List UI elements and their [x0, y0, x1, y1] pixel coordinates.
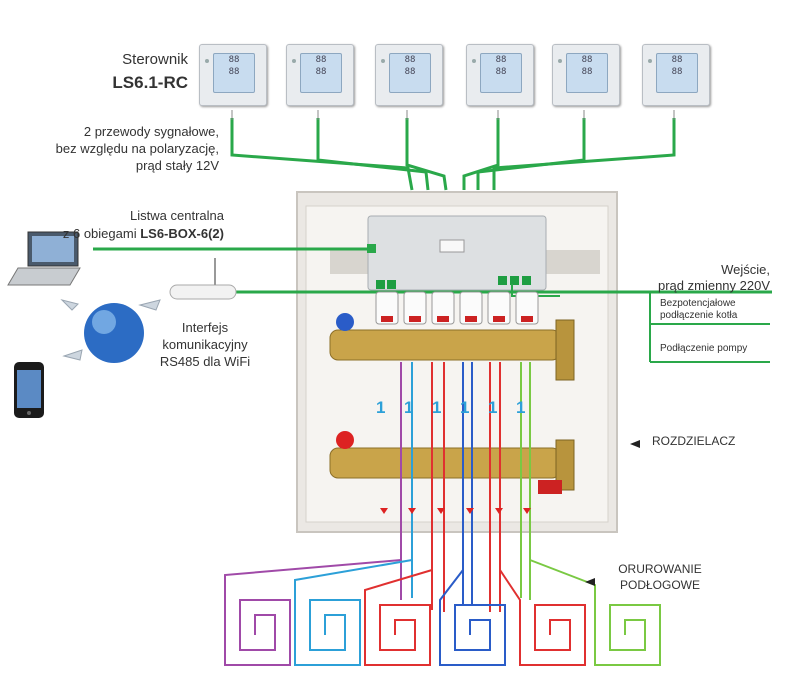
central-box-line1: Listwa centralna — [130, 208, 224, 223]
interface-line2: komunikacyjny — [162, 337, 248, 352]
circuit-number-1: 1 — [376, 398, 386, 417]
circuit-number-2: 1 — [404, 398, 414, 417]
thermostat-leads — [231, 110, 675, 120]
central-box-line2: z 6 obiegami LS6-BOX-6(2) — [63, 226, 224, 241]
actuators — [375, 291, 539, 325]
signal-wires-line2: bez względu na polaryzację, — [55, 141, 219, 156]
controller-title: Sterownik — [122, 51, 188, 68]
power-input-line2: prąd zmienny 220V — [657, 278, 770, 293]
central-box-prefix: z 6 obiegami — [62, 226, 141, 241]
interface-line1: Interfejs — [181, 320, 229, 335]
circuit-number-5: 1 — [488, 398, 498, 417]
manifold-label: ROZDZIELACZ — [652, 434, 736, 448]
signal-wires-line3: prąd stały 12V — [135, 158, 219, 173]
interface-line3: RS485 dla WiFi — [159, 354, 251, 369]
router-icon — [169, 258, 237, 300]
boiler-label: Bezpotencjałowe podłączenie kotła — [660, 298, 738, 321]
pump-label: Podłączenie pompy — [660, 343, 748, 354]
central-box-terminal — [367, 244, 376, 253]
circuit-number-4: 1 — [460, 398, 470, 417]
pointer-arrows — [585, 440, 640, 586]
power-input-line1: Wejście, — [721, 262, 770, 277]
smartphone-icon — [14, 362, 44, 418]
circuit-pipes — [400, 362, 531, 612]
central-box-logo — [439, 239, 465, 253]
right-connection-lines — [511, 284, 770, 363]
terminals — [376, 276, 531, 289]
circuit-number-3: 1 — [432, 398, 442, 417]
signal-wires-line1: 2 przewody sygnałowe, — [83, 124, 219, 139]
laptop-icon — [7, 231, 81, 286]
signal-wires — [230, 118, 676, 191]
return-arrows — [380, 508, 531, 514]
piping-line2: PODŁOGOWE — [619, 578, 700, 592]
floor-loops — [224, 559, 661, 666]
central-box-model: LS6-BOX-6(2) — [140, 226, 224, 241]
circuit-number-6: 1 — [516, 398, 526, 417]
central-box — [367, 215, 547, 291]
piping-line1: ORUROWANIE — [618, 562, 702, 576]
controller-model: LS6.1-RC — [112, 73, 188, 92]
connectivity-arrows — [60, 299, 161, 361]
globe-icon — [84, 303, 144, 363]
